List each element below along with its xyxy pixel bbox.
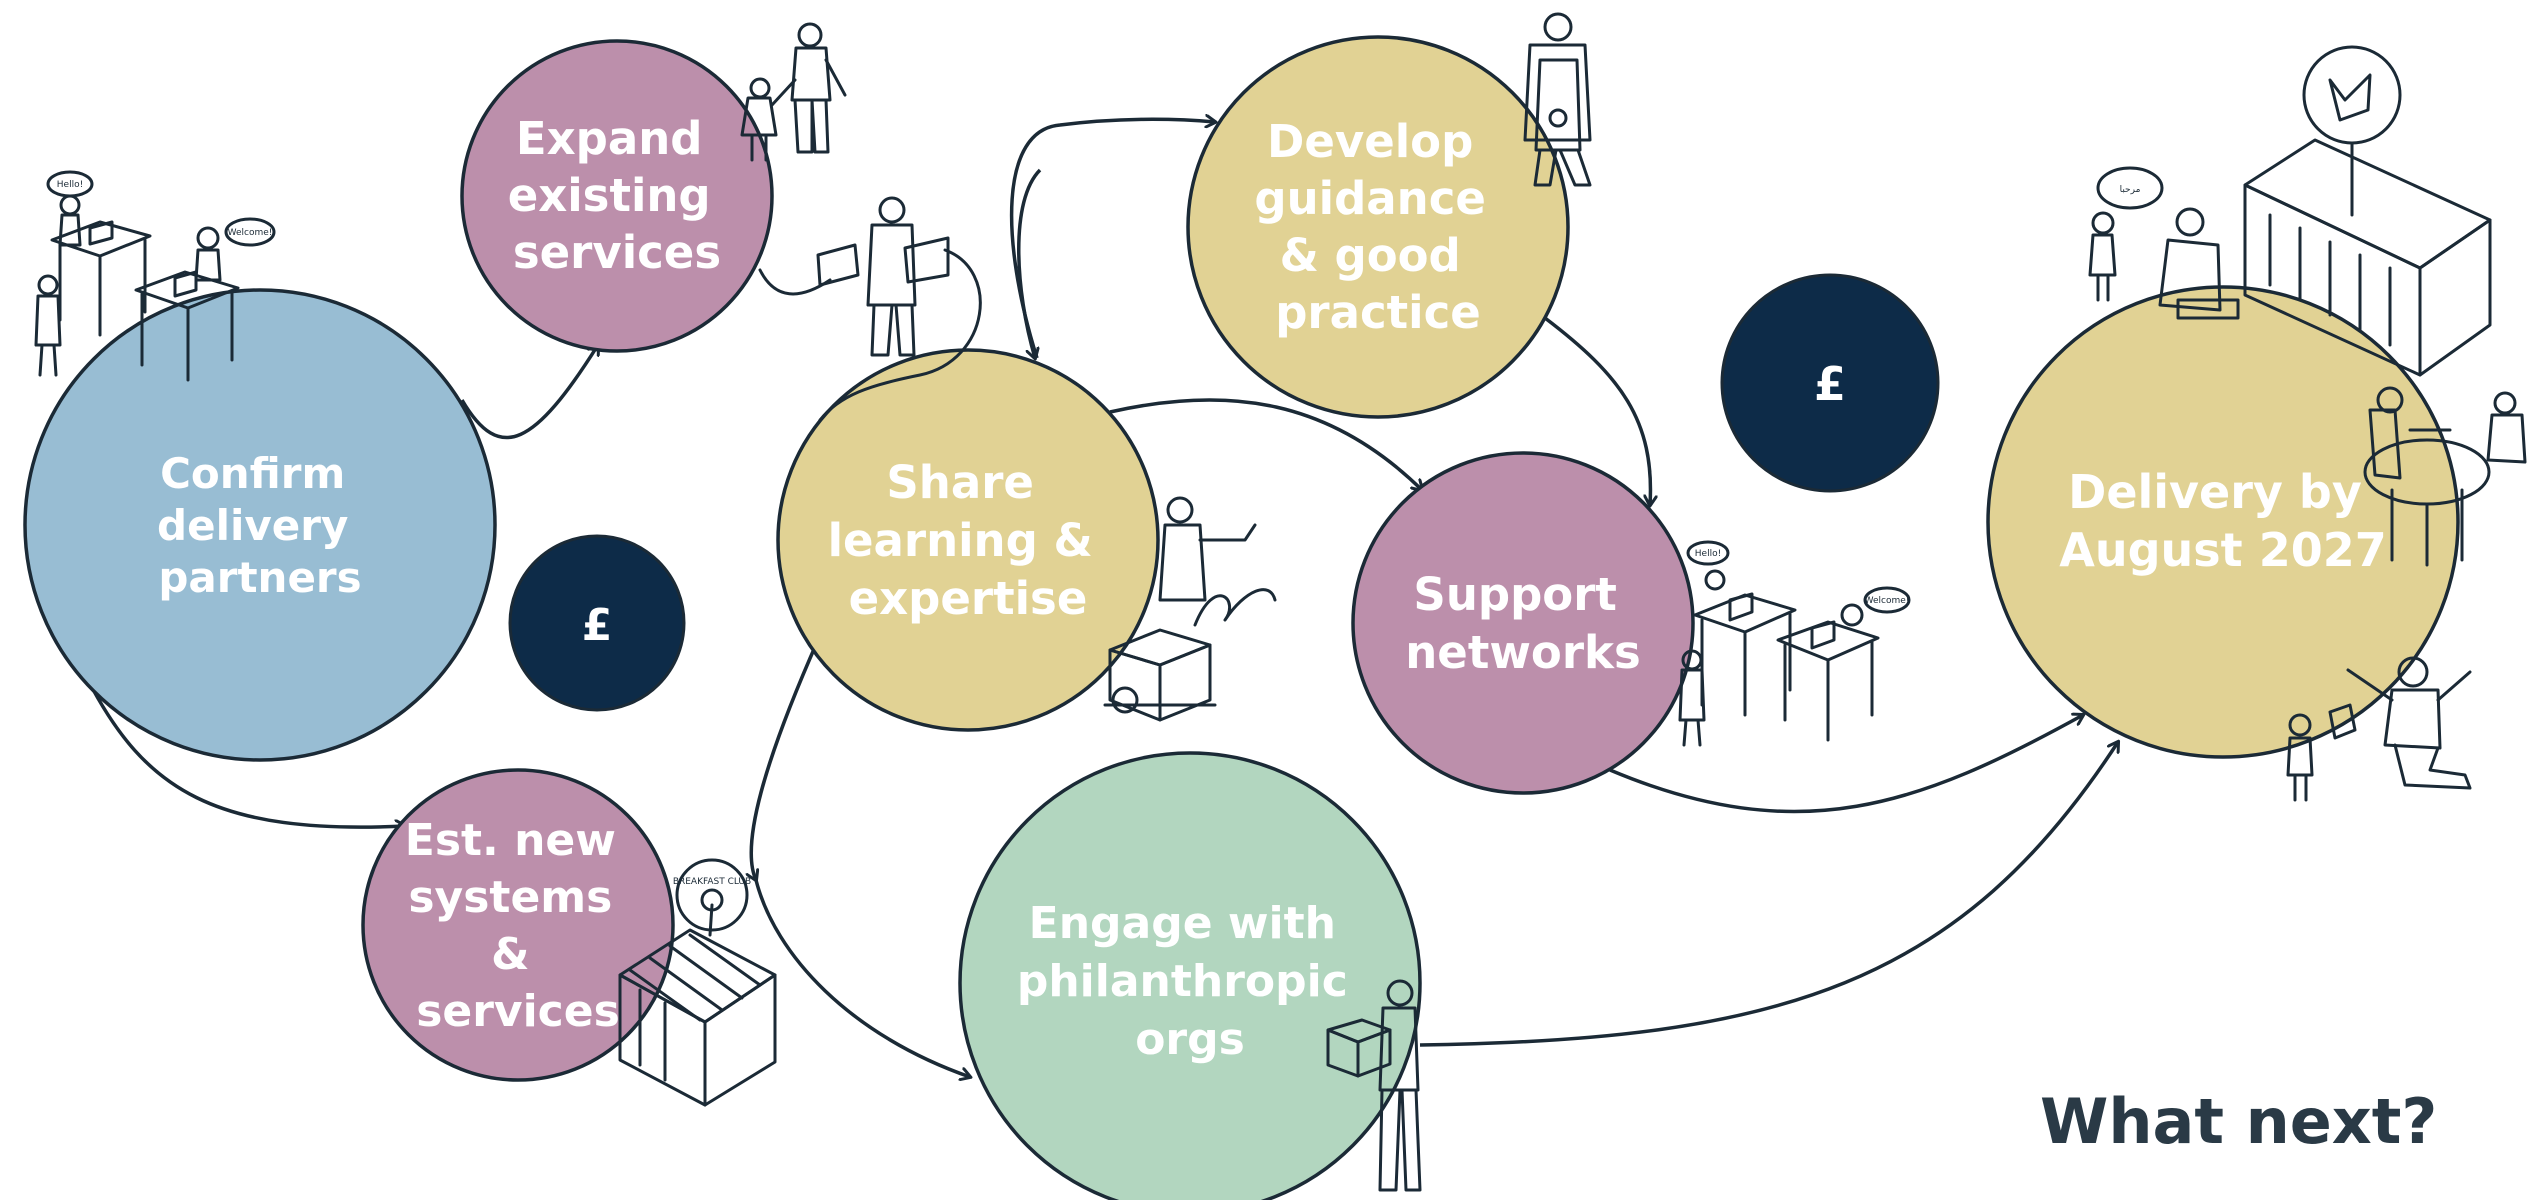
- node-support: Support networks: [1351, 451, 1695, 795]
- edge-develop-support: [1543, 316, 1650, 505]
- page-title: What next?: [2040, 1085, 2438, 1158]
- funding-badge-1-label: £: [582, 600, 613, 651]
- family-illustration: [740, 22, 847, 162]
- node-share-label: Share learning & expertise: [828, 456, 1109, 625]
- connectors: [86, 119, 2118, 1077]
- celebration-illustration: [2286, 656, 2472, 802]
- desks-illustration-left: Hello! Welcome!: [34, 170, 276, 382]
- node-develop-circle: [1186, 35, 1570, 419]
- node-expand-label: Expand existing services: [508, 112, 727, 279]
- plug-worker-illustration: [758, 196, 982, 422]
- edge-confirm-est-new: [86, 679, 405, 827]
- node-est-new-label: Est. new systems & services: [405, 815, 631, 1037]
- edge-confirm-expand: [460, 345, 598, 440]
- node-engage-circle: [958, 751, 1422, 1200]
- node-share: Share learning & expertise: [776, 348, 1160, 732]
- node-share-circle: [776, 348, 1160, 732]
- node-confirm-circle: [23, 288, 497, 762]
- node-delivery-label: Delivery by August 2027: [2059, 465, 2386, 577]
- speech-hello-right: Hello!: [1695, 549, 1721, 559]
- funding-badge-2-label: £: [1814, 357, 1846, 411]
- node-delivery-circle: [1986, 285, 2460, 759]
- funding-badge-2-circle: [1720, 273, 1940, 493]
- speech-welcome-right: Welcome!: [1865, 596, 1910, 606]
- funding-badge-2: £: [1720, 273, 1940, 493]
- unboxing-illustration: [1103, 496, 1277, 722]
- table-illustration: [2363, 386, 2527, 567]
- node-support-label: Support networks: [1405, 568, 1640, 679]
- shop-illustration: مرحبا: [2088, 45, 2492, 377]
- apron-person-illustration: [1523, 12, 1592, 187]
- node-support-circle: [1351, 451, 1695, 795]
- speech-hello: Hello!: [57, 180, 83, 190]
- node-expand-circle: [460, 39, 774, 353]
- edge-develop-share: [1017, 168, 1042, 358]
- node-confirm: Confirm delivery partners: [23, 288, 497, 762]
- edge-est-new-share: [751, 639, 820, 880]
- node-est-new-circle: [361, 768, 675, 1082]
- breakfast-club-illustration: BREAKFAST CLUB: [618, 858, 777, 1107]
- box-carrier-illustration: [1326, 979, 1422, 1192]
- node-engage-label: Engage with philanthropic orgs: [1017, 898, 1363, 1065]
- node-develop: Develop guidance & good practice: [1186, 35, 1570, 419]
- edge-est-new-engage: [754, 879, 970, 1077]
- node-develop-label: Develop guidance & good practice: [1254, 115, 1501, 339]
- node-expand: Expand existing services: [460, 39, 774, 353]
- funding-badge-1: £: [508, 534, 686, 712]
- speech-welcome-left: Welcome!: [228, 228, 273, 238]
- desks-illustration-right: Hello! Welcome!: [1678, 540, 1911, 747]
- edge-support-delivery: [1609, 715, 2083, 814]
- node-confirm-label: Confirm delivery partners: [157, 449, 363, 602]
- edge-share-support: [1109, 398, 1422, 490]
- breakfast-sign-text: BREAKFAST CLUB: [673, 877, 751, 887]
- node-delivery: Delivery by August 2027: [1986, 285, 2460, 759]
- node-engage: Engage with philanthropic orgs: [958, 751, 1422, 1200]
- speech-arabic: مرحبا: [2120, 185, 2141, 195]
- edge-engage-delivery: [1419, 742, 2118, 1047]
- edge-share-develop: [1009, 119, 1215, 359]
- node-est-new: Est. new systems & services: [361, 768, 675, 1082]
- funding-badge-1-circle: [508, 534, 686, 712]
